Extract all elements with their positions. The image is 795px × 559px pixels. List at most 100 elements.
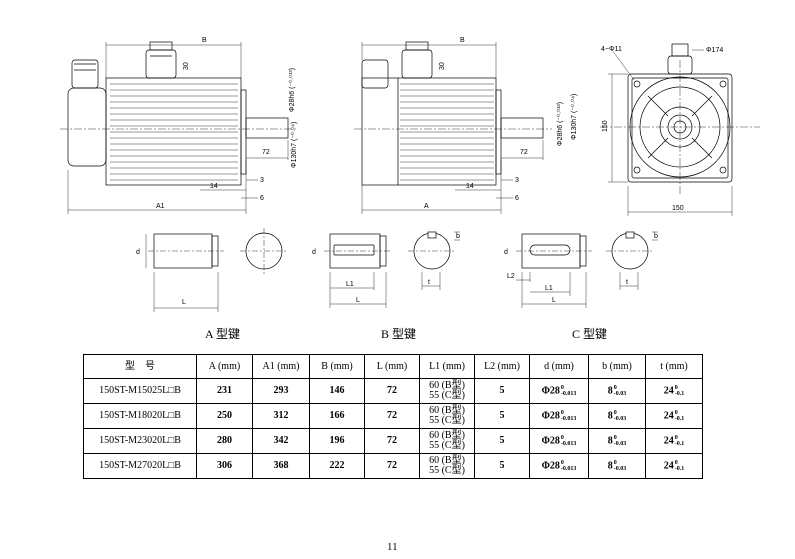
tol-up: 0 (613, 410, 617, 416)
cell-b: 146 (309, 378, 365, 404)
shaft-c-d: d (504, 249, 508, 256)
cell-l2: 5 (474, 403, 530, 429)
cell-l1-b: 60 (B型) (429, 455, 465, 466)
dim-dia28-2: Φ28h6 (⁻⁰·⁰¹³) (556, 102, 564, 146)
tolerance-d: 0-0.013 (561, 460, 577, 472)
col-header-b: B (mm) (309, 354, 365, 379)
col-header-l2: L2 (mm) (474, 354, 530, 379)
cell-d-value: Φ28 (541, 410, 560, 422)
tol-up: 0 (674, 385, 678, 391)
dim-30-1: 30 (183, 62, 190, 70)
dim-a1: A1 (156, 203, 165, 210)
tol-low: -0.03 (613, 416, 627, 422)
col-header-a1: A1 (mm) (252, 354, 310, 379)
cell-a: 231 (196, 378, 253, 404)
cell-l1-c: 55 (C型) (429, 440, 465, 451)
cell-t-value: 24 (663, 435, 674, 447)
cell-model: 150ST-M23020L□B (83, 428, 197, 454)
page-number: 11 (387, 541, 398, 553)
cell-l2: 5 (474, 453, 530, 479)
tol-up: 0 (613, 460, 617, 466)
dim-3-1: 3 (260, 177, 264, 184)
cell-keyb-value: 8 (607, 410, 613, 422)
tol-up: 0 (560, 410, 564, 416)
caption-c-key: C 型键 (572, 327, 608, 341)
tol-low: -0.013 (560, 466, 577, 472)
tolerance-t: 0-0.1 (675, 435, 685, 447)
shaft-c-l: L (552, 297, 556, 304)
tolerance-d: 0-0.013 (561, 435, 577, 447)
tol-low: -0.1 (674, 466, 685, 472)
tolerance-b: 0-0.03 (614, 410, 627, 422)
cell-keyb-value: 8 (607, 435, 613, 447)
cell-l1-c: 55 (C型) (429, 390, 465, 401)
cell-t: 240-0.1 (645, 403, 703, 429)
tol-up: 0 (674, 460, 678, 466)
dim-3-2: 3 (515, 177, 519, 184)
tolerance-t: 0-0.1 (675, 410, 685, 422)
col-header-l1: L1 (mm) (419, 354, 475, 379)
table-row: 150ST-M18020L□B 250 312 166 72 60 (B型)55… (83, 403, 703, 429)
cell-a1: 368 (252, 453, 310, 479)
cell-l1: 60 (B型)55 (C型) (419, 403, 475, 429)
shaft-b-l1: L1 (346, 281, 354, 288)
tolerance-t: 0-0.1 (675, 385, 685, 397)
motor-side-view-2 (354, 41, 552, 214)
cell-t: 240-0.1 (645, 428, 703, 454)
col-header-t: t (mm) (645, 354, 703, 379)
tol-low: -0.03 (613, 441, 627, 447)
cell-keyb-value: 8 (607, 385, 613, 397)
dim-150-h: 150 (602, 120, 609, 132)
shaft-b-t: t (428, 279, 430, 286)
cell-model: 150ST-M27020L□B (83, 453, 197, 479)
tolerance-b: 0-0.03 (614, 385, 627, 397)
tolerance-b: 0-0.03 (614, 460, 627, 472)
cell-t-value: 24 (663, 410, 674, 422)
dim-dia28-1: Φ28h6 (⁻⁰·⁰¹³) (288, 68, 296, 112)
tol-low: -0.1 (674, 441, 685, 447)
col-header-a: A (mm) (196, 354, 253, 379)
tol-low: -0.1 (674, 391, 685, 397)
cell-model: 150ST-M15025L□B (83, 378, 197, 404)
tol-low: -0.013 (560, 416, 577, 422)
tol-up: 0 (560, 460, 564, 466)
cell-l1-b: 60 (B型) (429, 430, 465, 441)
tol-low: -0.1 (674, 416, 685, 422)
shaft-c-b: b (654, 233, 658, 240)
cell-d: Φ280-0.013 (529, 453, 589, 479)
cell-l1-c: 55 (C型) (429, 465, 465, 476)
cell-model: 150ST-M18020L□B (83, 403, 197, 429)
shaft-b-d: d (312, 249, 316, 256)
col-header-keyb: b (mm) (588, 354, 646, 379)
shaft-c-l1: L1 (545, 285, 553, 292)
tolerance-t: 0-0.1 (675, 460, 685, 472)
motor-end-view (600, 43, 760, 216)
tol-low: -0.03 (613, 466, 627, 472)
col-header-l: L (mm) (364, 354, 420, 379)
tol-low: -0.013 (560, 391, 577, 397)
cell-t: 240-0.1 (645, 378, 703, 404)
cell-a: 306 (196, 453, 253, 479)
dim-72-2: 72 (520, 149, 528, 156)
table-row: 150ST-M23020L□B 280 342 196 72 60 (B型)55… (83, 428, 703, 454)
cell-b: 166 (309, 403, 365, 429)
dim-14-1: 14 (210, 183, 218, 190)
dim-30-2: 30 (439, 62, 446, 70)
cell-keyb: 80-0.03 (588, 453, 646, 479)
cell-d-value: Φ28 (541, 435, 560, 447)
cell-l: 72 (364, 378, 420, 404)
dim-6-1: 6 (260, 195, 264, 202)
dim-72-1: 72 (262, 149, 270, 156)
cell-a: 280 (196, 428, 253, 454)
dim-pcd: Φ174 (706, 47, 723, 54)
tol-low: -0.013 (560, 441, 577, 447)
cell-l2: 5 (474, 428, 530, 454)
shaft-c-t: t (626, 279, 628, 286)
cell-d-value: Φ28 (541, 460, 560, 472)
shaft-b-b: b (456, 233, 460, 240)
table-header-row: 型 号 A (mm) A1 (mm) B (mm) L (mm) L1 (mm)… (83, 354, 703, 379)
tolerance-d: 0-0.013 (561, 385, 577, 397)
shaft-detail-a (145, 228, 288, 312)
cell-keyb: 80-0.03 (588, 378, 646, 404)
cell-a1: 342 (252, 428, 310, 454)
